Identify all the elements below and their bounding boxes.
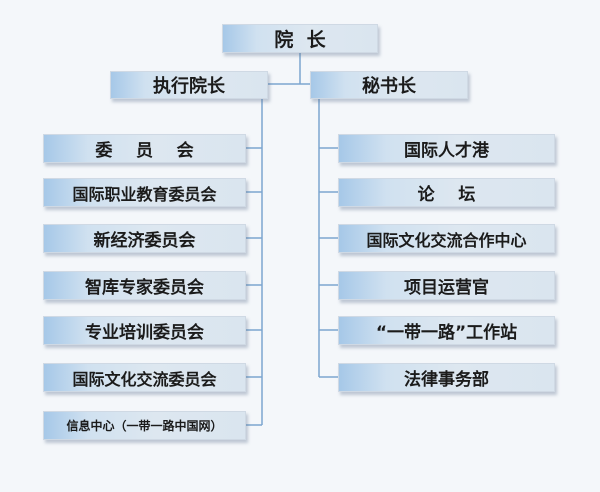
node-intl-cultural-exchange-label: 国际文化交流委员会 [72,369,217,389]
node-project-operations-officer: 项目运营官 [338,271,555,300]
node-committee: 委 员 会 [43,134,246,163]
node-new-economy-committee: 新经济委员会 [43,224,246,253]
node-committee-label: 委 员 会 [95,141,194,161]
node-intl-vocational-education-label: 国际职业教育委员会 [72,184,217,204]
node-forum-label: 论 坛 [417,185,476,205]
node-intl-talent-port: 国际人才港 [338,134,555,163]
node-intl-cultural-cooperation-label: 国际文化交流合作中心 [366,230,527,250]
node-president-label: 院 长 [274,29,326,51]
node-intl-cultural-cooperation-center: 国际文化交流合作中心 [338,224,555,253]
node-belt-and-road-workstation: “一带一路”工作站 [338,316,555,345]
node-intl-cultural-exchange-committee: 国际文化交流委员会 [43,363,246,392]
node-secretary-label: 秘书长 [362,76,416,97]
node-think-tank-committee: 智库专家委员会 [43,271,246,300]
node-legal-affairs-label: 法律事务部 [404,370,489,390]
node-intl-talent-port-label: 国际人才港 [404,141,489,161]
node-forum: 论 坛 [338,178,555,207]
node-professional-training-committee: 专业培训委员会 [43,316,246,345]
node-legal-affairs: 法律事务部 [338,363,555,392]
node-belt-and-road-workstation-label: “一带一路”工作站 [375,323,518,343]
node-information-center-label: 信息中心（一带一路中国网） [66,419,223,433]
node-president: 院 长 [222,24,378,53]
node-intl-vocational-education-committee: 国际职业教育委员会 [43,178,246,207]
node-project-operations-label: 项目运营官 [404,278,489,298]
node-think-tank-label: 智库专家委员会 [85,278,204,298]
node-professional-training-label: 专业培训委员会 [85,323,204,343]
node-new-economy-label: 新经济委员会 [93,231,196,251]
node-secretary-general: 秘书长 [310,71,468,99]
node-information-center: 信息中心（一带一路中国网） [43,411,246,440]
node-executive-label: 执行院长 [153,76,225,97]
node-executive-president: 执行院长 [110,71,268,99]
